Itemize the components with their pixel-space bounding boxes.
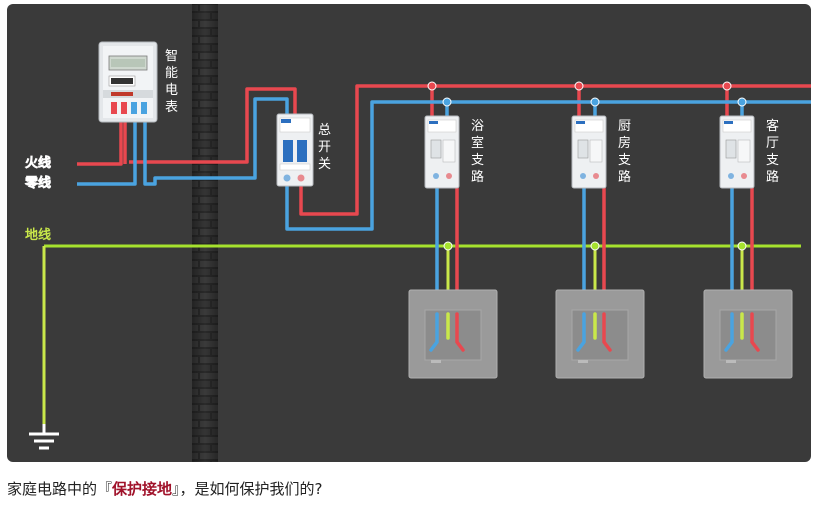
- svg-text:厨: 厨: [618, 119, 631, 134]
- svg-text:房: 房: [618, 135, 631, 151]
- ground-label: 地线: [25, 227, 51, 243]
- meter-label-char: 表: [165, 100, 178, 115]
- wiring-svg: 智 能 电 表 总 开 关 浴 室 支 路 厨 房 支 路 客 厅 支 路 火线…: [24, 4, 811, 462]
- neutral-label: 零线: [24, 175, 51, 191]
- wall-outlet-icon: [408, 289, 793, 379]
- meter-label: 智 能 电 表: [165, 49, 178, 115]
- main-switch-icon: [276, 113, 314, 187]
- main-switch-label: 总 开 关: [318, 123, 331, 172]
- svg-text:路: 路: [766, 169, 779, 185]
- svg-text:室: 室: [471, 135, 484, 151]
- svg-text:支: 支: [618, 153, 631, 168]
- branch-label-living-room: 客 厅 支 路: [766, 118, 779, 185]
- svg-text:支: 支: [766, 153, 779, 168]
- svg-text:路: 路: [618, 169, 631, 185]
- main-switch-label-char: 总: [318, 123, 331, 138]
- caption-highlight: 保护接地: [112, 480, 173, 498]
- svg-text:厅: 厅: [766, 136, 779, 151]
- main-switch-label-char: 开: [318, 140, 331, 155]
- caption: 家庭电路中的『保护接地』，是如何保护我们的?: [7, 478, 323, 499]
- branch-breaker-icon: [424, 115, 755, 189]
- caption-after: 』，是如何保护我们的?: [172, 480, 323, 498]
- caption-before: 家庭电路中的『: [7, 480, 113, 498]
- junction-dots: [427, 81, 747, 251]
- brick-wall: [192, 4, 218, 462]
- svg-text:路: 路: [471, 169, 484, 185]
- meter-label-char: 智: [165, 49, 178, 64]
- main-switch-label-char: 关: [318, 157, 331, 172]
- branch-label-kitchen: 厨 房 支 路: [618, 119, 631, 185]
- meter-label-char: 能: [165, 66, 178, 81]
- earth-symbol-icon: [29, 424, 59, 450]
- live-label: 火线: [25, 155, 51, 171]
- smart-meter-icon: [98, 41, 158, 123]
- meter-label-char: 电: [165, 83, 178, 98]
- svg-text:浴: 浴: [471, 119, 484, 134]
- branch-label-bathroom: 浴 室 支 路: [471, 119, 484, 185]
- svg-text:支: 支: [471, 153, 484, 168]
- svg-text:客: 客: [766, 118, 779, 134]
- outlet-wires: [429, 312, 760, 352]
- wiring-diagram: 智 能 电 表 总 开 关 浴 室 支 路 厨 房 支 路 客 厅 支 路 火线…: [7, 4, 811, 462]
